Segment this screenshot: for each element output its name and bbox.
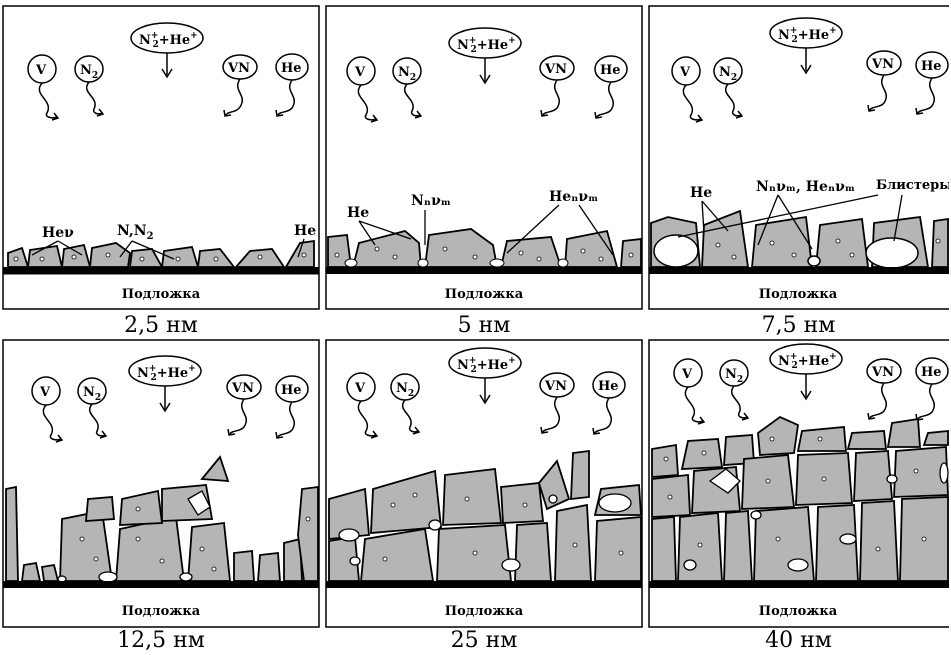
panel-7-5nm-diagram: N+2+He+ V N2 VN He (648, 5, 949, 310)
panel-caption: 25 нм (325, 628, 643, 653)
svg-text:VN: VN (871, 57, 894, 72)
label-nn-vm: Nₙνₘ (411, 193, 451, 209)
svg-text:VN: VN (544, 379, 567, 394)
svg-text:He: He (598, 379, 619, 394)
svg-text:V: V (679, 65, 691, 80)
svg-text:N+2+He+: N+2+He+ (457, 36, 516, 55)
substrate-label: Подложка (122, 287, 201, 302)
panel-2-5nm: N+2+He+ V N2 VN He (2, 5, 320, 310)
panel-7-5nm: N+2+He+ V N2 VN He (648, 5, 949, 310)
label-hen-vm: Heₙνₘ (549, 189, 598, 205)
panel-5nm-diagram: N+2+He+ V N2 VN He (325, 5, 643, 310)
panel-5nm: N+2+He+ V N2 VN He (325, 5, 643, 310)
panel-12-5nm: N+2+He+ V N2 VN He (2, 339, 320, 629)
svg-text:He: He (921, 365, 942, 380)
film-grains (652, 417, 948, 581)
label-he: He (690, 185, 712, 201)
svg-text:V: V (35, 63, 47, 78)
substrate-label: Подложка (445, 287, 524, 302)
substrate-label: Подложка (445, 604, 524, 619)
panel-caption: 12,5 нм (2, 628, 320, 653)
svg-text:N+2+He+: N+2+He+ (457, 356, 516, 375)
panel-12-5nm-diagram: N+2+He+ V N2 VN He (2, 339, 320, 629)
panel-25nm-diagram: N+2+He+ V N2 VN He (325, 339, 643, 629)
svg-text:N+2+He+: N+2+He+ (778, 352, 837, 371)
panel-caption: 2,5 нм (2, 313, 320, 338)
svg-text:VN: VN (871, 365, 894, 380)
svg-text:He: He (921, 59, 942, 74)
substrate-label: Подложка (759, 287, 838, 302)
svg-text:He: He (281, 61, 302, 76)
svg-text:V: V (39, 385, 51, 400)
film-base (326, 267, 642, 274)
panel-caption: 40 нм (648, 628, 949, 653)
svg-text:V: V (354, 65, 366, 80)
svg-text:V: V (354, 381, 366, 396)
film-base (326, 581, 642, 588)
svg-text:He: He (281, 383, 302, 398)
film-base (649, 267, 949, 274)
label-he: He (294, 223, 316, 239)
svg-text:VN: VN (231, 381, 254, 396)
svg-text:V: V (681, 367, 693, 382)
substrate-label: Подложка (759, 604, 838, 619)
label-hev: Heν (42, 225, 74, 241)
substrate-label: Подложка (122, 604, 201, 619)
panel-caption: 7,5 нм (648, 313, 949, 338)
panel-25nm: N+2+He+ V N2 VN He (325, 339, 643, 629)
panel-2-5nm-diagram: N+2+He+ V N2 VN He (2, 5, 320, 310)
svg-text:He: He (600, 63, 621, 78)
label-nn-vm-hen-vm: Nₙνₘ, Heₙνₘ (756, 179, 855, 195)
svg-text:VN: VN (227, 61, 250, 76)
svg-text:N+2+He+: N+2+He+ (137, 364, 196, 383)
panel-40nm-diagram: N+2+He+ V N2 VN He (648, 339, 949, 629)
film-base (3, 581, 319, 588)
label-he: He (347, 205, 369, 221)
svg-text:N+2+He+: N+2+He+ (139, 31, 198, 50)
svg-text:N+2+He+: N+2+He+ (778, 26, 837, 45)
panel-40nm: N+2+He+ V N2 VN He (648, 339, 949, 629)
film-base (649, 581, 949, 588)
film-base (3, 267, 319, 274)
svg-text:VN: VN (544, 62, 567, 77)
panel-caption: 5 нм (325, 313, 643, 338)
label-blisters: Блистеры (876, 178, 949, 193)
